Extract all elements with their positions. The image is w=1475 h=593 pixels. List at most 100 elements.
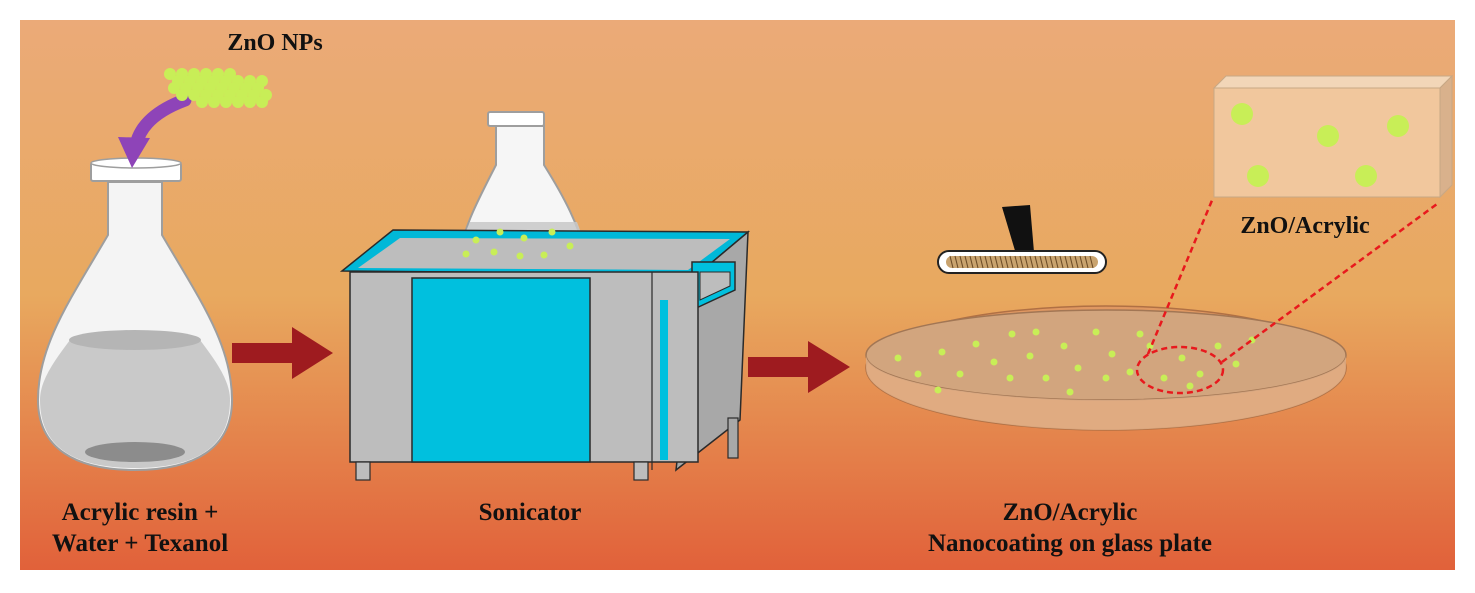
coil-wire	[1029, 255, 1034, 269]
nanoparticle	[1178, 354, 1186, 362]
coil-wire	[949, 255, 954, 269]
coil-wire	[1049, 255, 1054, 269]
coil-wire	[1039, 255, 1044, 269]
nanoparticle	[496, 228, 504, 236]
coil-wire	[959, 255, 964, 269]
coil-wire	[984, 255, 989, 269]
nanoparticle	[1196, 370, 1204, 378]
label-zno-nps: ZnO NPs	[227, 30, 323, 56]
label-inset: ZnO/Acrylic	[1240, 213, 1370, 239]
dropping-arrow-icon	[118, 93, 192, 168]
coil-wire	[1064, 255, 1069, 269]
coil-wire	[979, 255, 984, 269]
nanoparticle	[1026, 352, 1034, 360]
coil-wire	[994, 255, 999, 269]
process-arrow-2	[748, 341, 850, 393]
nanoparticle	[1355, 165, 1377, 187]
nanoparticle	[1186, 382, 1194, 390]
nanoparticle	[256, 96, 268, 108]
coil-wire	[1034, 255, 1039, 269]
coil-wire	[1084, 255, 1089, 269]
nanoparticle	[1066, 388, 1074, 396]
nanoparticle	[1032, 328, 1040, 336]
coil-wire	[989, 255, 994, 269]
ultrasonic-bath-icon	[339, 111, 751, 481]
zoom-line-right	[1221, 202, 1438, 364]
nanoparticle	[1160, 374, 1168, 382]
nanoparticle	[1126, 368, 1134, 376]
nanoparticle	[490, 248, 498, 256]
nanoparticle	[914, 370, 922, 378]
coated-nanoparticles	[894, 328, 1256, 396]
nanoparticle	[208, 96, 220, 108]
nanoparticle	[1092, 328, 1100, 336]
coil-wire	[1054, 255, 1059, 269]
label-sonicator: Sonicator	[478, 499, 582, 526]
nanoparticle	[1102, 374, 1110, 382]
coil-wire	[1074, 255, 1079, 269]
coil-wire	[954, 255, 959, 269]
inset-nanoparticles	[1231, 103, 1409, 187]
sonicated-nanoparticles	[462, 228, 574, 260]
zoom-line-left	[1146, 197, 1215, 355]
coil-wire	[969, 255, 974, 269]
zoom-region-circle	[1135, 345, 1225, 395]
process-arrow-1	[232, 327, 333, 379]
nanoparticle	[934, 386, 942, 394]
nanoparticle	[1042, 374, 1050, 382]
coil-wire	[1044, 255, 1049, 269]
coil-wire	[1024, 255, 1029, 269]
coil-wire	[1059, 255, 1064, 269]
applicator-coil	[949, 255, 1094, 269]
coating-applicator-icon	[937, 205, 1107, 274]
label-coating-line2: Nanocoating on glass plate	[927, 530, 1213, 557]
coil-wire	[1079, 255, 1084, 269]
nanoparticle	[566, 242, 574, 250]
coil-wire	[964, 255, 969, 269]
nanoparticle	[1387, 115, 1409, 137]
nanoparticle	[1006, 374, 1014, 382]
nanoparticle	[956, 370, 964, 378]
nanoparticle	[520, 234, 528, 242]
nanoparticle	[1060, 342, 1068, 350]
nanoparticle	[1247, 165, 1269, 187]
coil-wire	[1014, 255, 1019, 269]
erlenmeyer-flask-icon	[36, 157, 234, 472]
coil-wire	[1069, 255, 1074, 269]
nanoparticle	[188, 89, 200, 101]
nanoparticle	[548, 228, 556, 236]
nanoparticle	[472, 236, 480, 244]
nanoparticle	[1232, 360, 1240, 368]
nanoparticle	[244, 96, 256, 108]
nanoparticle	[1231, 103, 1253, 125]
label-mixture-line1: Acrylic resin +	[61, 499, 219, 526]
coil-wire	[1089, 255, 1094, 269]
nanoparticle	[176, 89, 188, 101]
coil-wire	[1009, 255, 1014, 269]
nanoparticle	[516, 252, 524, 260]
nanoparticle	[1008, 330, 1016, 338]
coil-wire	[1004, 255, 1009, 269]
nanoparticle	[232, 96, 244, 108]
nanoparticle	[1108, 350, 1116, 358]
coil-wire	[1019, 255, 1024, 269]
nanoparticle	[220, 96, 232, 108]
label-coating: ZnO/Acrylic Nanocoating on glass plate	[880, 497, 1260, 559]
label-coating-line1: ZnO/Acrylic	[1002, 499, 1138, 526]
nanoparticle	[540, 251, 548, 259]
coil-wire	[999, 255, 1004, 269]
nanoparticle	[1214, 342, 1222, 350]
nanoparticle	[990, 358, 998, 366]
nanoparticle	[168, 82, 180, 94]
nanoparticle	[196, 96, 208, 108]
nanoparticle	[1074, 364, 1082, 372]
label-mixture: Acrylic resin + Water + Texanol	[10, 497, 270, 559]
label-mixture-line2: Water + Texanol	[51, 530, 229, 557]
nanoparticle-cluster	[164, 68, 272, 108]
coil-wire	[974, 255, 979, 269]
nanoparticle	[462, 250, 470, 258]
nanoparticle	[1136, 330, 1144, 338]
petri-dish-icon	[865, 305, 1347, 431]
nanoparticle	[1317, 125, 1339, 147]
